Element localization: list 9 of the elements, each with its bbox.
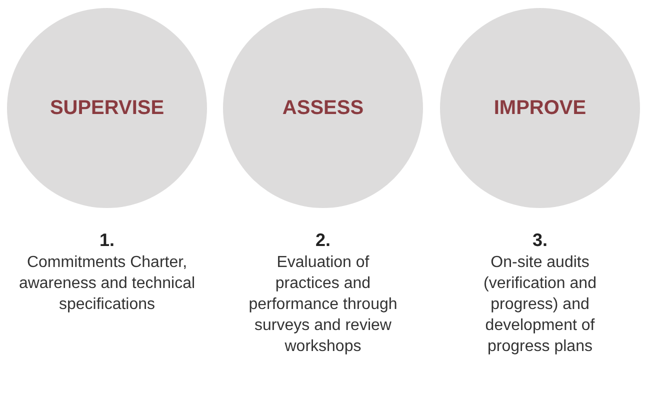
circle-title: IMPROVE bbox=[494, 96, 586, 121]
step-description: Evaluation of practices and performance through surveys and review workshops bbox=[248, 253, 398, 357]
step-description: On-site audits (verification and progress) and development of progress plans bbox=[482, 253, 598, 357]
step-number: 3. bbox=[532, 229, 548, 252]
step-number: 2. bbox=[315, 229, 330, 252]
step-number: 1. bbox=[99, 229, 114, 252]
circle-title: ASSESS bbox=[282, 96, 364, 121]
step-description: Commitments Charter, awareness and technical specifications bbox=[18, 253, 196, 315]
circle-title: SUPERVISE bbox=[50, 96, 164, 121]
